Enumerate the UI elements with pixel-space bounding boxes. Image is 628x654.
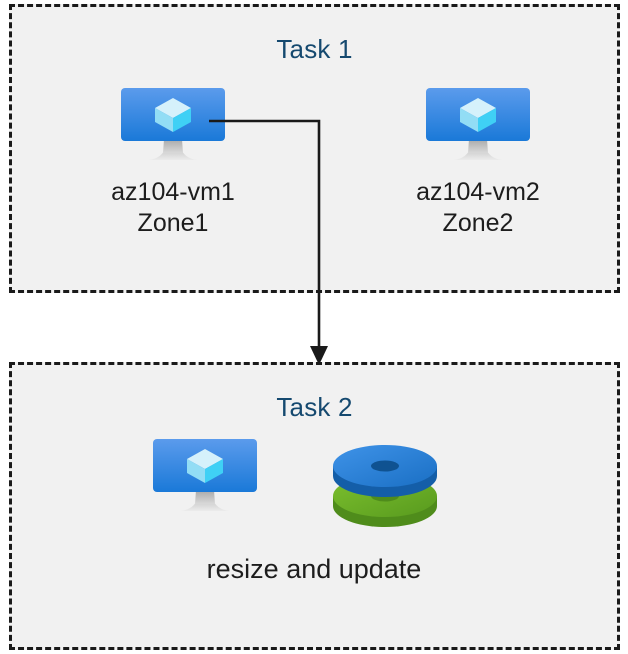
node-az104-vm2[interactable]: az104-vm2 Zone2 (372, 87, 584, 239)
virtual-machine-icon (152, 438, 258, 514)
virtual-machine-icon (120, 87, 226, 163)
virtual-machine-icon (425, 87, 531, 163)
task-2-title: Task 2 (276, 392, 353, 422)
task-1-title: Task 1 (276, 34, 353, 64)
task-2-container: Task 2 (9, 362, 620, 650)
task-1-container: Task 1 (9, 4, 620, 293)
node-az104-vm1[interactable]: az104-vm1 Zone1 (67, 87, 279, 239)
node-task2-virtual-machine[interactable] (150, 438, 260, 514)
node-label-az104-vm2: az104-vm2 Zone2 (416, 178, 540, 237)
node-label-az104-vm1: az104-vm1 Zone1 (111, 178, 235, 237)
managed-disks-icon[interactable] (330, 440, 440, 530)
task-2-caption: resize and update (206, 554, 422, 584)
